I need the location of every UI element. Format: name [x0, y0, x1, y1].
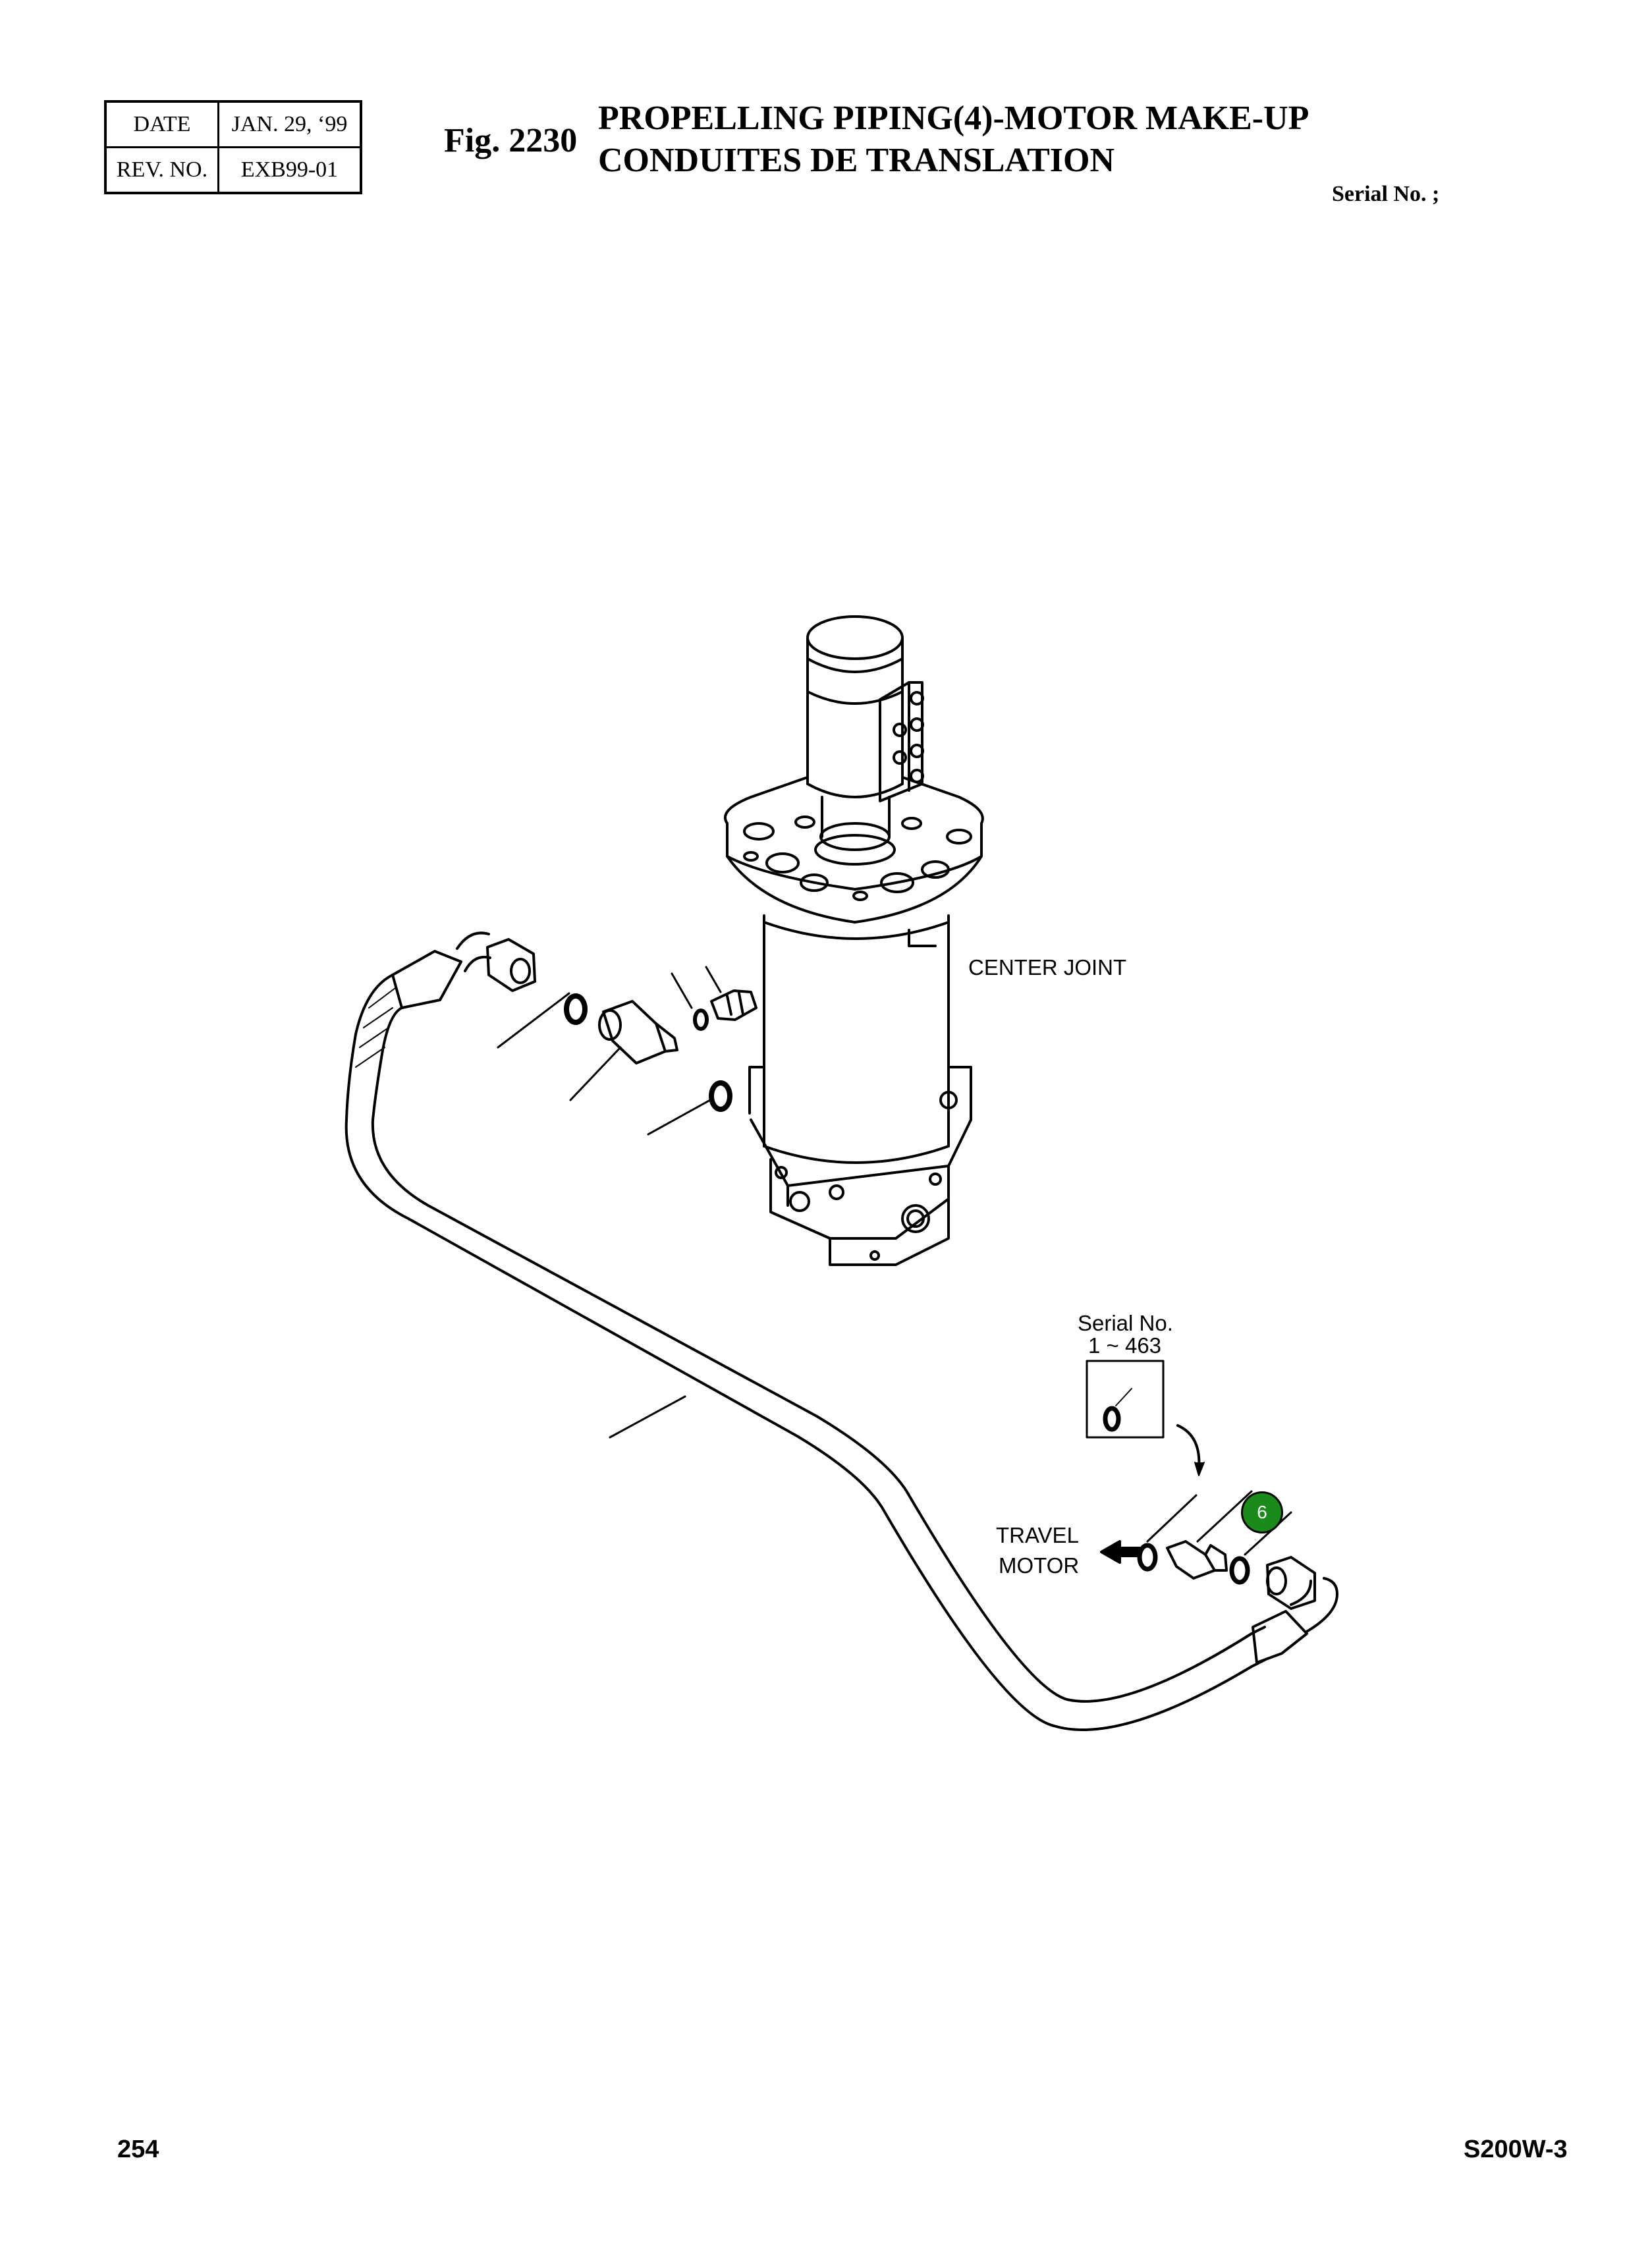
center-joint-fittings: [497, 966, 757, 1136]
serial-number-header: Serial No. ;: [1332, 182, 1440, 206]
travel-motor-fittings: [1100, 1490, 1292, 1585]
page-title-french: CONDUITES DE TRANSLATION: [598, 142, 1115, 179]
page-title-english: PROPELLING PIPING(4)-MOTOR MAKE-UP: [598, 99, 1309, 137]
revision-info-table: DATE JAN. 29, ‘99 REV. NO. EXB99-01: [104, 100, 362, 194]
date-label: DATE: [104, 100, 219, 148]
rev-label: REV. NO.: [104, 146, 219, 194]
model-number: S200W-3: [1464, 2136, 1568, 2163]
date-value: JAN. 29, ‘99: [217, 100, 362, 148]
motor-label: MOTOR: [999, 1553, 1080, 1578]
inset-serial-range: 1 ~ 463: [1088, 1333, 1162, 1358]
center-joint-drawing: [723, 615, 984, 1266]
page-number: 254: [117, 2136, 159, 2163]
part-callout-6[interactable]: 6: [1241, 1491, 1283, 1534]
center-joint-label: CENTER JOINT: [968, 955, 1127, 980]
travel-label: TRAVEL: [996, 1523, 1079, 1547]
serial-inset: [1086, 1360, 1205, 1476]
inset-serial-label: Serial No.: [1078, 1311, 1173, 1335]
figure-number: Fig. 2230: [444, 122, 578, 159]
rev-value: EXB99-01: [217, 146, 362, 194]
propelling-pipe: [344, 931, 1338, 1731]
